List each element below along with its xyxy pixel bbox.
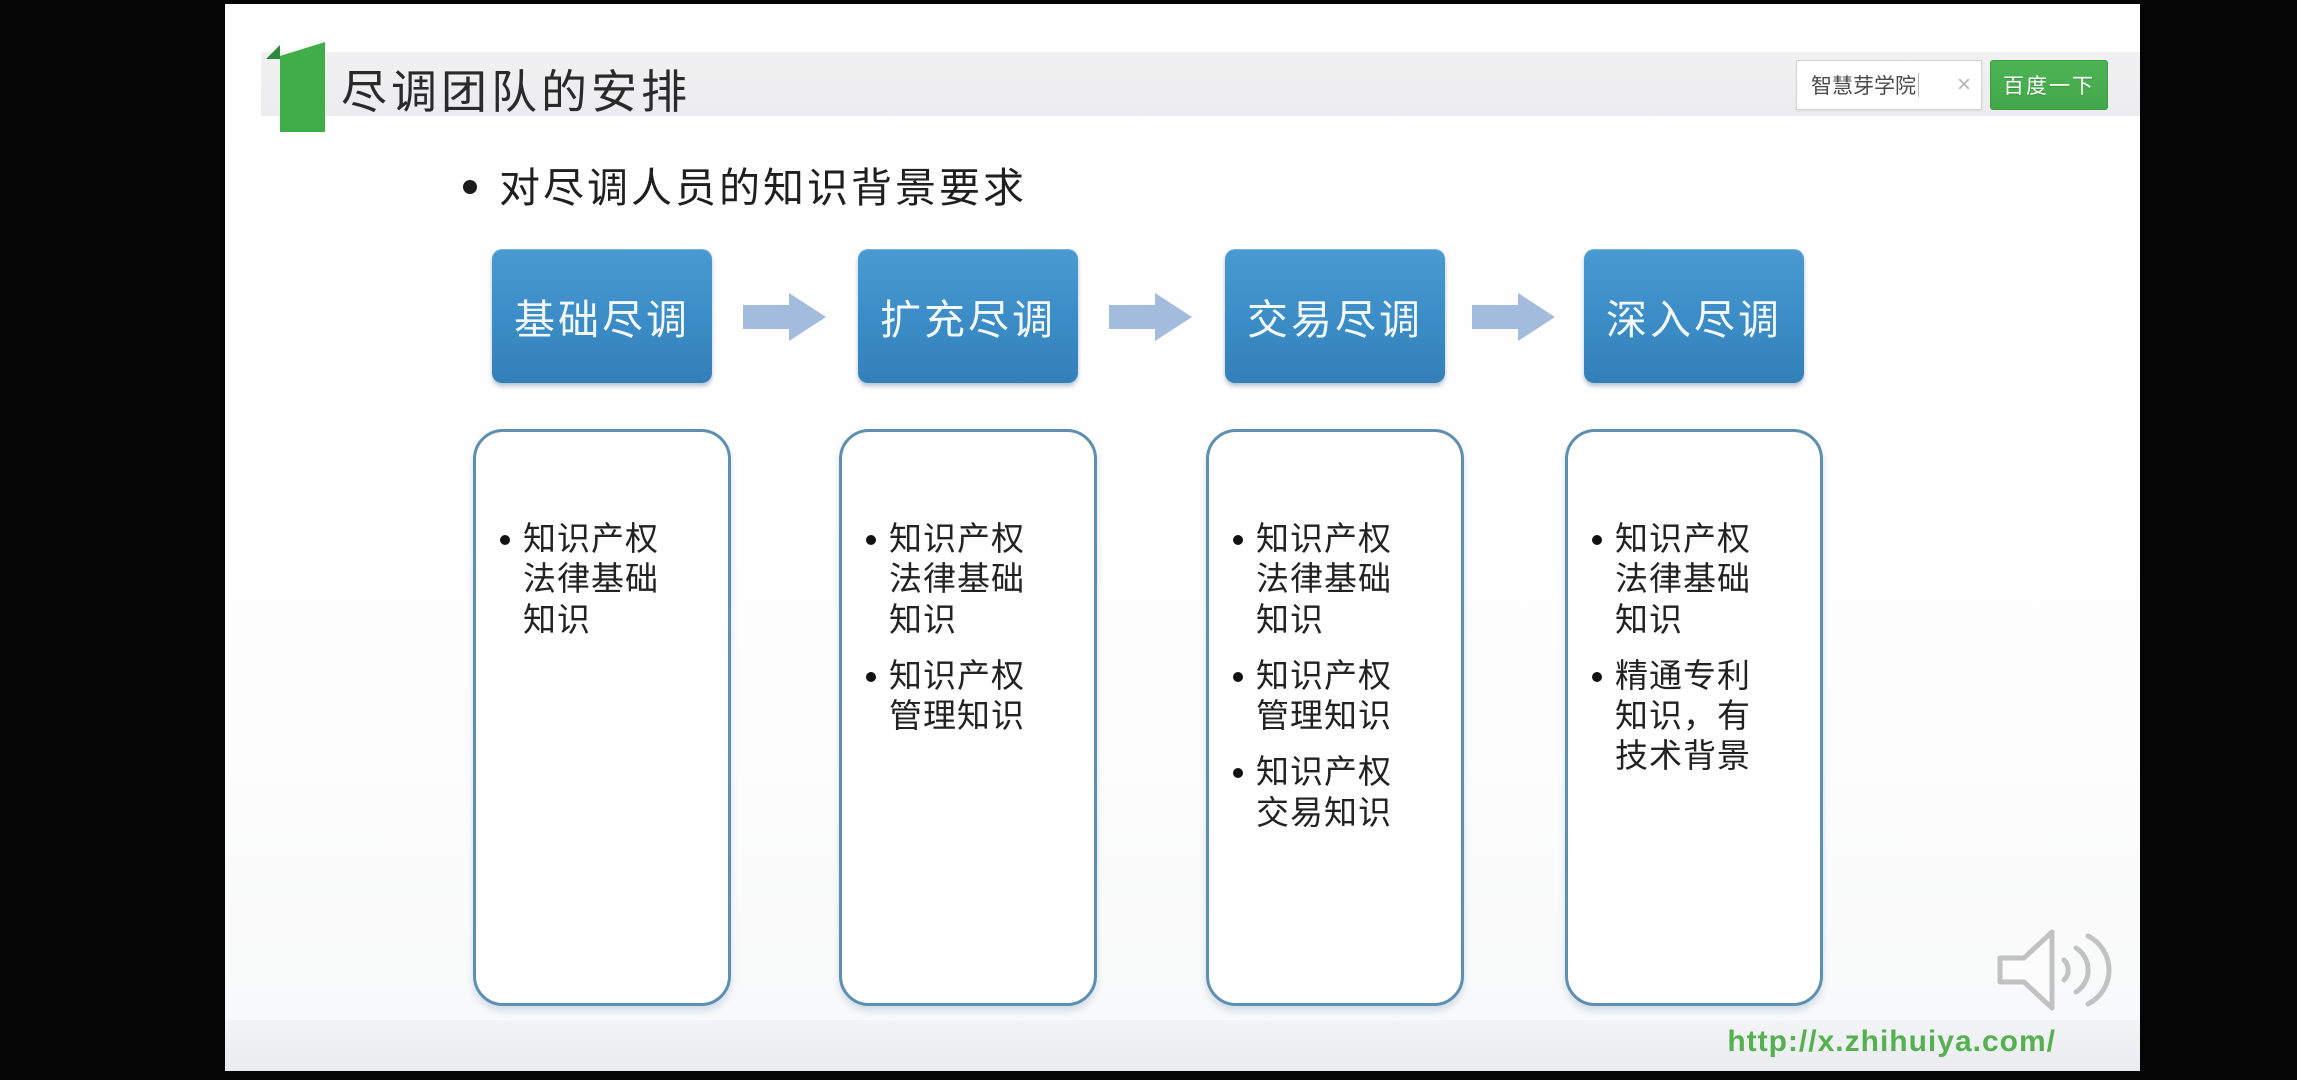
list-item: 知识产权法律基础知识 — [866, 520, 1076, 641]
list-item: 知识产权管理知识 — [1233, 657, 1443, 738]
list-item-text: 知识产权管理知识 — [1256, 658, 1392, 735]
subtitle-row: 对尽调人员的知识背景要求 — [463, 154, 1027, 214]
list-item-text: 知识产权交易知识 — [1256, 755, 1392, 832]
flow-column-4: 深入尽调 知识产权法律基础知识 精通专利知识，有技术背景 — [1565, 249, 1823, 1006]
bullet-dot — [1233, 768, 1243, 779]
arrow-right-icon — [1472, 293, 1555, 341]
list-item: 知识产权法律基础知识 — [1592, 520, 1802, 641]
flow-column-3: 交易尽调 知识产权法律基础知识 知识产权管理知识 知识产权交易知识 — [1206, 249, 1464, 1006]
stage-box-4: 深入尽调 — [1584, 249, 1804, 383]
stage-box-1: 基础尽调 — [492, 249, 712, 383]
list-item: 知识产权法律基础知识 — [1233, 520, 1443, 641]
stage-label: 深入尽调 — [1606, 297, 1782, 343]
bullet-dot — [1592, 535, 1602, 545]
subtitle-text: 对尽调人员的知识背景要求 — [499, 165, 1027, 211]
stage-label: 扩充尽调 — [880, 297, 1056, 343]
content-box-3: 知识产权法律基础知识 知识产权管理知识 知识产权交易知识 — [1206, 429, 1464, 1006]
list-item-text: 知识产权管理知识 — [889, 658, 1025, 735]
search-query-text: 智慧芽学院 — [1811, 75, 1916, 98]
arrow-right-icon — [743, 293, 826, 341]
content-box-1: 知识产权法律基础知识 — [473, 429, 731, 1006]
baidu-search-button[interactable]: 百度一下 — [1990, 60, 2108, 110]
slide-canvas: 尽调团队的安排 智慧芽学院 × 百度一下 对尽调人员的知识背景要求 基础尽调 知 — [225, 4, 2140, 1071]
footer-band — [225, 1020, 2140, 1071]
arrow-right-icon — [1109, 293, 1192, 341]
stage-label: 基础尽调 — [514, 297, 690, 343]
bullet-dot — [1233, 535, 1243, 545]
stage-label: 交易尽调 — [1247, 297, 1423, 343]
content-box-4: 知识产权法律基础知识 精通专利知识，有技术背景 — [1565, 429, 1823, 1006]
content-box-2: 知识产权法律基础知识 知识产权管理知识 — [839, 429, 1097, 1006]
search-input[interactable]: 智慧芽学院 × — [1796, 60, 1982, 110]
bullet-dot — [866, 535, 876, 545]
list-item-text: 知识产权法律基础知识 — [1615, 522, 1751, 639]
list-item-text: 精通专利知识，有技术背景 — [1615, 658, 1751, 776]
bullet-dot — [1592, 671, 1602, 682]
list-item: 精通专利知识，有技术背景 — [1592, 657, 1802, 778]
list-item: 知识产权管理知识 — [866, 657, 1076, 738]
bullet-dot — [866, 671, 876, 682]
flow-column-1: 基础尽调 知识产权法律基础知识 — [473, 249, 731, 1006]
bullet-dot — [1233, 671, 1243, 682]
footer-url-link[interactable]: http://x.zhihuiya.com/ — [1727, 1025, 2056, 1058]
page-title: 尽调团队的安排 — [341, 67, 691, 118]
baidu-search-widget: 智慧芽学院 × 百度一下 — [1796, 60, 2108, 110]
stage-box-2: 扩充尽调 — [858, 249, 1078, 383]
bullet-dot — [500, 535, 510, 545]
speaker-icon[interactable] — [1988, 916, 2122, 1024]
text-caret — [1918, 73, 1919, 97]
bullet-dot — [463, 180, 477, 194]
list-item: 知识产权交易知识 — [1233, 753, 1443, 834]
clear-icon[interactable]: × — [1956, 71, 1971, 98]
stage-box-3: 交易尽调 — [1225, 249, 1445, 383]
list-item-text: 知识产权法律基础知识 — [889, 522, 1025, 639]
flow-column-2: 扩充尽调 知识产权法律基础知识 知识产权管理知识 — [839, 249, 1097, 1006]
list-item: 知识产权法律基础知识 — [500, 520, 710, 641]
list-item-text: 知识产权法律基础知识 — [1256, 522, 1392, 639]
list-item-text: 知识产权法律基础知识 — [523, 522, 659, 639]
section-number-badge — [266, 42, 325, 132]
